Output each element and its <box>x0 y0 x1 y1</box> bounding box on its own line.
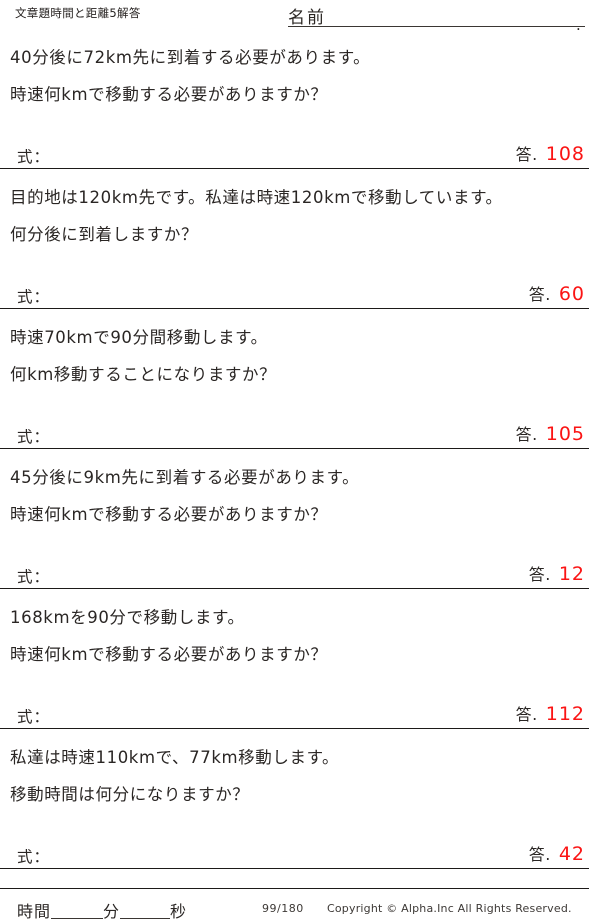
equation-label: 式： <box>17 148 51 166</box>
answer-label: 答. <box>515 145 538 164</box>
answer-row: 式： 答. 12 <box>0 557 600 592</box>
problem-item: 45分後に9km先に到着する必要があります。 時速何kmで移動する必要があります… <box>0 452 600 592</box>
problem-item: 時速70kmで90分間移動します。 何km移動することになりますか？ 式： 答.… <box>0 312 600 452</box>
answer-value: 108 <box>545 143 585 165</box>
answer-row: 式： 答. 112 <box>0 697 600 732</box>
problem-text-line-2: 時速何kmで移動する必要がありますか？ <box>10 645 328 664</box>
answer-row: 式： 答. 105 <box>0 417 600 452</box>
answer-value: 12 <box>558 563 585 585</box>
answer-label: 答. <box>528 565 551 584</box>
name-label: 名前 <box>288 8 326 28</box>
row-divider <box>0 728 589 730</box>
answer-value: 112 <box>545 703 585 725</box>
worksheet-header: 文章題時間と距離5解答 名前 . <box>0 0 600 34</box>
answer-group: 答. 42 <box>529 841 585 865</box>
minute-label: 分 <box>103 902 121 921</box>
row-divider <box>0 168 589 170</box>
equation-label: 式： <box>17 428 51 446</box>
problem-text-line-1: 45分後に9km先に到着する必要があります。 <box>10 468 360 487</box>
answer-row: 式： 答. 42 <box>0 837 600 872</box>
answer-value: 60 <box>558 283 585 305</box>
time-record-block: 時間 分 秒 <box>17 898 187 922</box>
answer-group: 答. 60 <box>529 281 585 305</box>
answer-label: 答. <box>528 845 551 864</box>
answer-group: 答. 112 <box>516 701 585 725</box>
problem-text-line-2: 何km移動することになりますか？ <box>10 365 277 384</box>
page-number: 99/180 <box>262 902 304 915</box>
answer-group: 答. 108 <box>516 141 585 165</box>
answer-row: 式： 答. 60 <box>0 277 600 312</box>
answer-row: 式： 答. 108 <box>0 137 600 172</box>
answer-label: 答. <box>515 705 538 724</box>
problem-text-line-2: 移動時間は何分になりますか？ <box>10 785 250 804</box>
problem-list: 40分後に72km先に到着する必要があります。 時速何kmで移動する必要がありま… <box>0 32 600 872</box>
problem-text-line-2: 何分後に到着しますか？ <box>10 225 199 244</box>
answer-value: 42 <box>558 843 585 865</box>
time-label: 時間 <box>17 902 52 921</box>
answer-label: 答. <box>528 285 551 304</box>
answer-group: 答. 105 <box>516 421 585 445</box>
row-divider <box>0 588 589 590</box>
problem-text-line-1: 40分後に72km先に到着する必要があります。 <box>10 48 371 67</box>
page-title: 文章題時間と距離5解答 <box>15 6 141 20</box>
problem-item: 40分後に72km先に到着する必要があります。 時速何kmで移動する必要がありま… <box>0 32 600 172</box>
problem-text-line-2: 時速何kmで移動する必要がありますか？ <box>10 85 328 104</box>
name-field-block: 名前 . <box>288 2 588 34</box>
problem-text-line-1: 時速70kmで90分間移動します。 <box>10 328 268 347</box>
row-divider <box>0 448 589 450</box>
answer-group: 答. 12 <box>529 561 585 585</box>
problem-text-line-1: 目的地は120km先です。私達は時速120kmで移動しています。 <box>10 188 503 207</box>
answer-value: 105 <box>545 423 585 445</box>
name-write-line[interactable] <box>288 26 585 27</box>
problem-item: 168kmを90分で移動します。 時速何kmで移動する必要がありますか？ 式： … <box>0 592 600 732</box>
problem-text-line-2: 時速何kmで移動する必要がありますか？ <box>10 505 328 524</box>
row-divider <box>0 868 589 870</box>
answer-label: 答. <box>515 425 538 444</box>
equation-label: 式： <box>17 848 51 866</box>
copyright-notice: Copyright © Alpha.Inc All Rights Reserve… <box>327 902 572 915</box>
equation-label: 式： <box>17 708 51 726</box>
second-label: 秒 <box>170 902 188 921</box>
problem-text-line-1: 私達は時速110kmで、77km移動します。 <box>10 748 340 767</box>
worksheet-footer: 時間 分 秒 99/180 Copyright © Alpha.Inc All Ri… <box>0 888 600 924</box>
seconds-blank[interactable] <box>120 903 171 919</box>
footer-divider <box>0 888 589 890</box>
problem-item: 私達は時速110kmで、77km移動します。 移動時間は何分になりますか？ 式：… <box>0 732 600 872</box>
row-divider <box>0 308 589 310</box>
minutes-blank[interactable] <box>51 903 104 919</box>
problem-text-line-1: 168kmを90分で移動します。 <box>10 608 245 627</box>
equation-label: 式： <box>17 288 51 306</box>
equation-label: 式： <box>17 568 51 586</box>
name-trailing-dot: . <box>576 16 581 34</box>
problem-item: 目的地は120km先です。私達は時速120kmで移動しています。 何分後に到着し… <box>0 172 600 312</box>
